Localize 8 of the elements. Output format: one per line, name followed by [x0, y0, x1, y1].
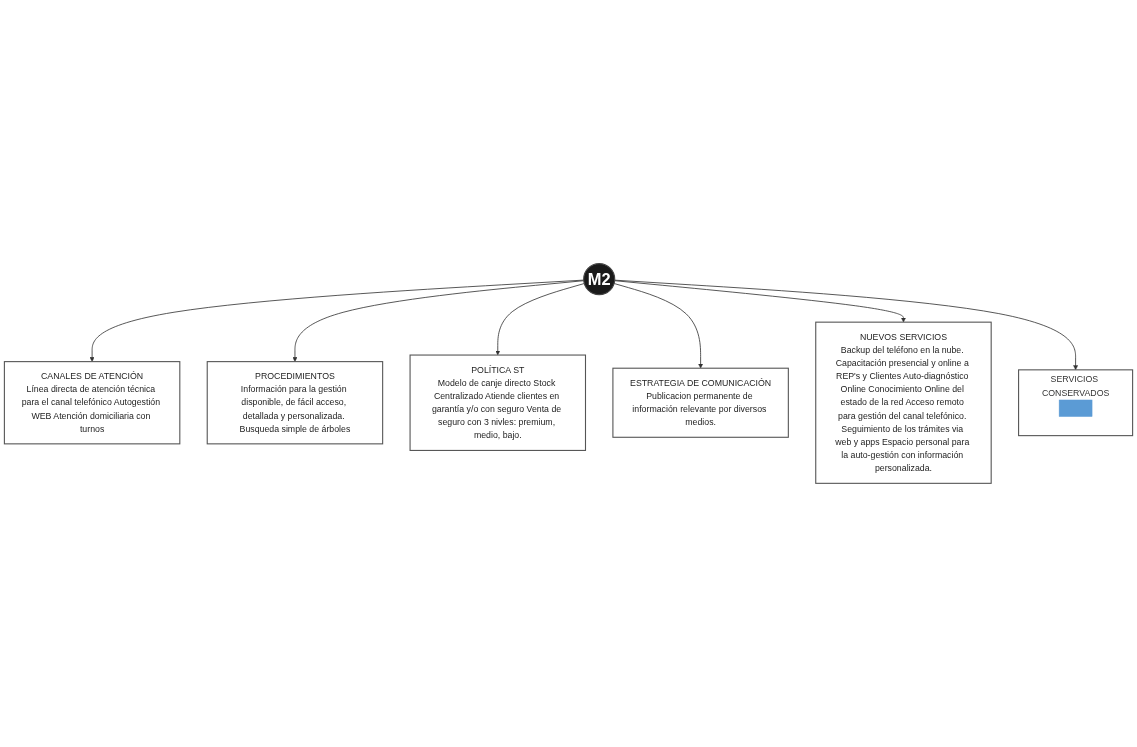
- node-circle: M2: [583, 263, 616, 296]
- node-box: ESTRATEGIA DE COMUNICACIÓN Publicacion permanente de información relevante por diversos medios.: [612, 367, 789, 438]
- node-bar: [1058, 399, 1093, 417]
- node-box: POLÍTICA ST Modelo de canje directo Stock Centralizado Atiende clientes en garantía y/o con seguro Venta de seguro con 3 nivles: premium, medio, bajo.: [409, 354, 587, 451]
- node-box: NUEVOS SERVICIOS Backup del teléfono en la nube. Capacitación presencial y online a REP's y Clientes Auto-diagnóstico Online Conocimiento Online del estado de la red Acceso remoto para gestión del canal telefónico. Seguimiento de los trámites via web y apps Espacio personal para la auto-gestión con información personalizada.: [815, 321, 992, 484]
- node-box: CANALES DE ATENCIÓN Línea directa de atención técnica para el canal telefónico Autogestión WEB Atención domiciliaria con turnos: [3, 361, 181, 445]
- cluster: SERVICIOS CONSERVADOS: [1018, 369, 1134, 437]
- node-box: PROCEDIMIENTOS Información para la gestión disponible, de fácil acceso, detallada y personalizada. Busqueda simple de árboles: [206, 361, 384, 445]
